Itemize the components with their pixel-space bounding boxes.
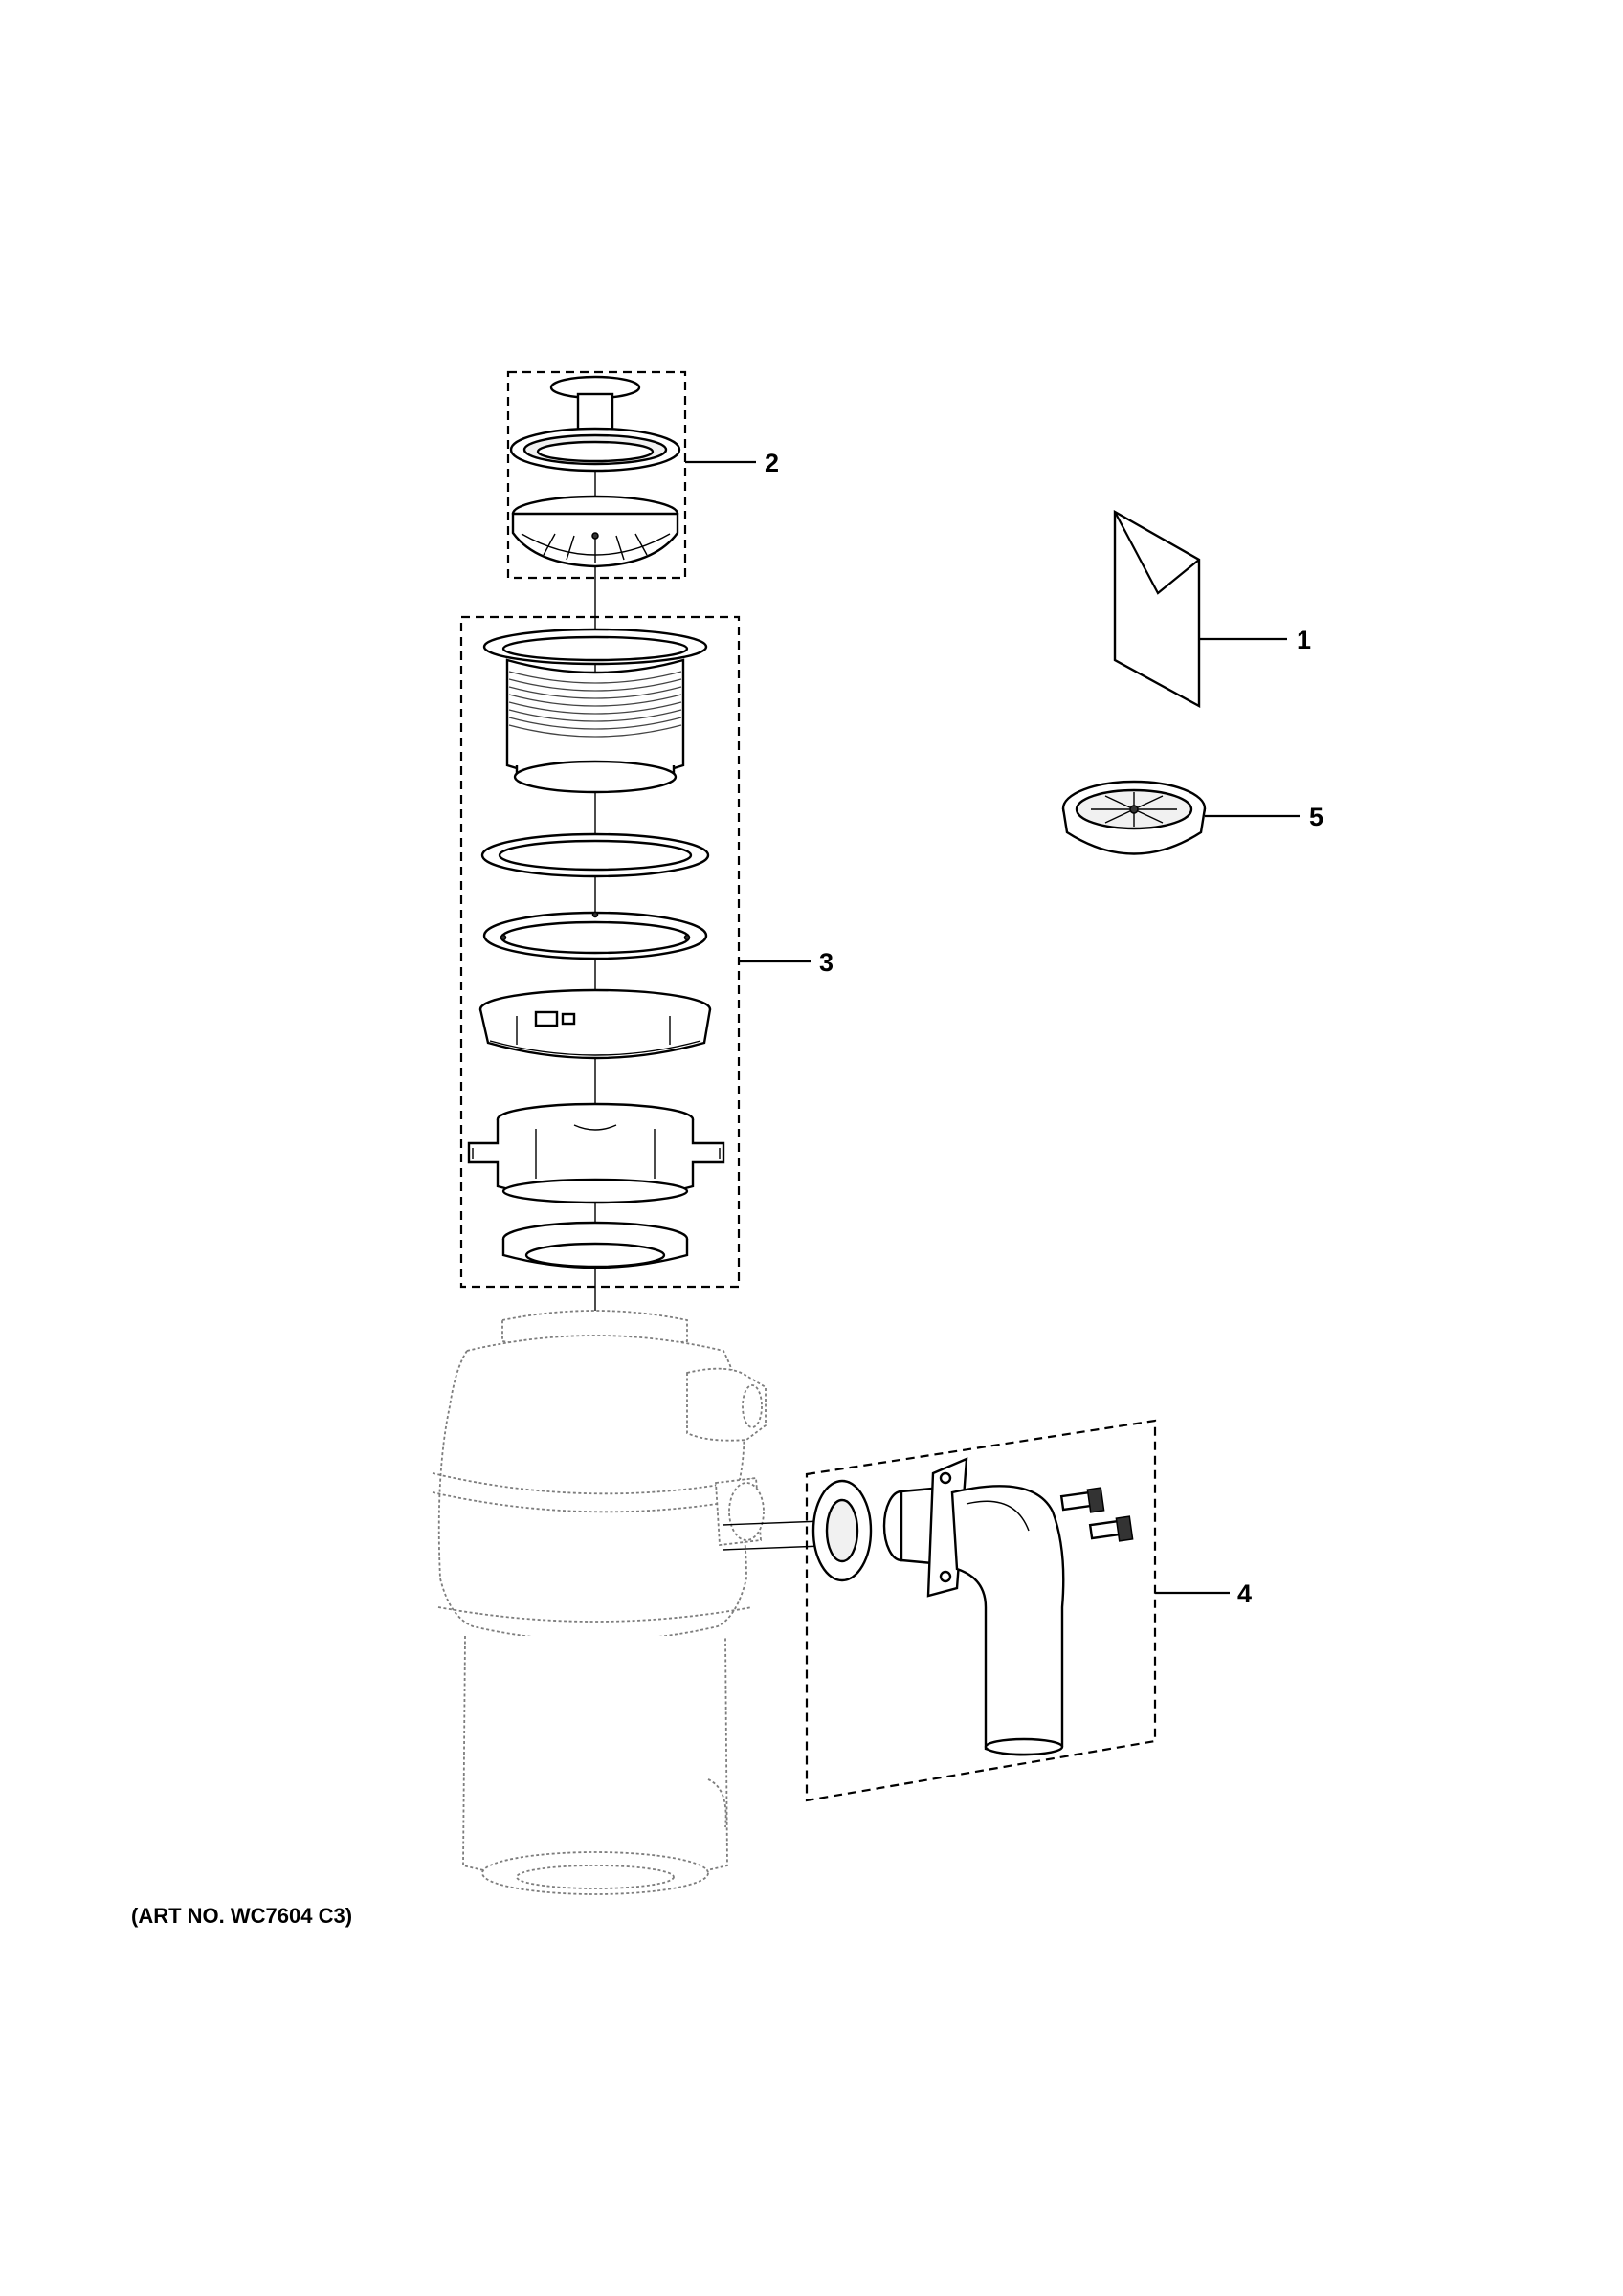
sink-flange xyxy=(482,628,708,794)
group-3-mounting-assembly: 3 xyxy=(459,615,834,1289)
mounting-bracket xyxy=(467,1102,725,1204)
group-2-stopper-assembly: 2 xyxy=(506,370,779,580)
stopper-ring xyxy=(509,427,681,473)
discharge-elbow xyxy=(882,1457,1065,1756)
callout-1: 1 xyxy=(1297,626,1311,654)
alignment-line-upper xyxy=(722,1520,824,1526)
callout-5: 5 xyxy=(1309,803,1323,831)
callout-2: 2 xyxy=(765,449,779,477)
art-number-label: (ART NO. WC7604 C3) xyxy=(131,1904,353,1928)
callout-4: 4 xyxy=(1237,1579,1252,1608)
callout-3: 3 xyxy=(819,948,834,977)
disposer-unit-ghost xyxy=(432,1310,767,1895)
mounting-gasket xyxy=(501,1221,689,1269)
group-4-dashed-box xyxy=(805,1419,1157,1802)
elbow-gasket xyxy=(812,1479,873,1582)
stopper-knob xyxy=(549,375,641,432)
item-5-splash-guard: 5 xyxy=(1061,780,1323,855)
group-2-dashed-box xyxy=(506,370,687,580)
elbow-bolts xyxy=(1059,1487,1134,1542)
mounting-ring xyxy=(478,988,712,1060)
backup-ring xyxy=(482,911,708,960)
strainer-basket xyxy=(511,495,679,568)
group-4-discharge-elbow-assembly: 4 xyxy=(722,1419,1252,1802)
item-1-owner-manual-envelope: 1 xyxy=(1113,509,1311,709)
fiber-gasket xyxy=(480,832,710,878)
alignment-line-lower xyxy=(722,1545,824,1551)
